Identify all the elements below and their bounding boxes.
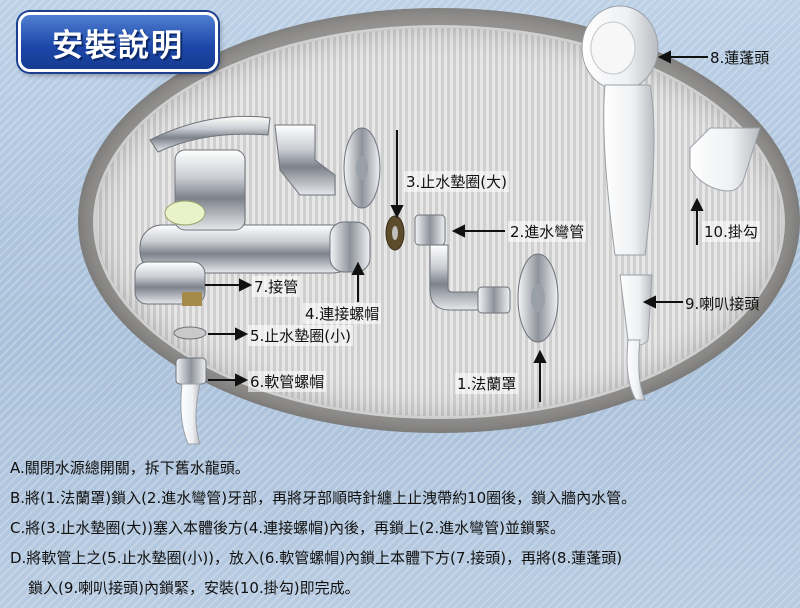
instruction-steps: A.關閉水源總開關，拆下舊水龍頭。 B.將(1.法蘭罩)鎖入(2.進水彎管)牙部… — [10, 453, 795, 603]
title-banner: 安裝說明 — [18, 12, 218, 72]
elbow-connector-icon — [274, 124, 336, 196]
large-washer-icon — [385, 215, 405, 251]
bell-connector-icon — [619, 274, 653, 401]
label-bell-connector: 9.喇叭接頭 — [685, 295, 760, 313]
label-hose-nut: 6.軟管螺帽 — [248, 371, 327, 392]
inlet-elbow-icon — [414, 214, 511, 314]
label-large-washer: 3.止水墊圈(大) — [404, 171, 510, 192]
flange-ring-top-icon — [343, 127, 381, 209]
label-inlet-elbow: 2.進水彎管 — [508, 221, 587, 242]
hose-icon — [175, 357, 207, 445]
step-a: A.關閉水源總開關，拆下舊水龍頭。 — [10, 459, 250, 477]
page-title: 安裝說明 — [52, 27, 184, 64]
label-small-washer: 5.止水墊圈(小) — [248, 325, 354, 346]
pointer-arrows — [205, 50, 708, 402]
label-nut: 4.連接螺帽 — [303, 303, 382, 324]
faucet-body-icon — [134, 115, 371, 306]
label-shower-head: 8.蓮蓬頭 — [710, 49, 770, 67]
flange-cover-icon — [517, 253, 559, 343]
label-hook: 10.掛勾 — [702, 221, 760, 242]
step-d-continued: 鎖入(9.喇叭接頭)內鎖緊，安裝(10.掛勾)即完成。 — [28, 579, 360, 597]
step-d: D.將軟管上之(5.止水墊圈(小))，放入(6.軟管螺帽)內鎖上本體下方(7.接… — [10, 549, 623, 567]
shower-head-icon — [581, 5, 659, 256]
label-connector: 7.接管 — [252, 276, 301, 297]
label-flange-cover: 1.法蘭罩 — [455, 373, 519, 394]
step-c: C.將(3.止水墊圈(大))塞入本體後方(4.連接螺帽)內後，再鎖上(2.進水彎… — [10, 519, 565, 537]
hook-icon — [689, 127, 761, 192]
small-washer-icon — [173, 326, 207, 340]
step-b: B.將(1.法蘭罩)鎖入(2.進水彎管)牙部，再將牙部順時針纏上止洩帶約10圈後… — [10, 489, 637, 507]
